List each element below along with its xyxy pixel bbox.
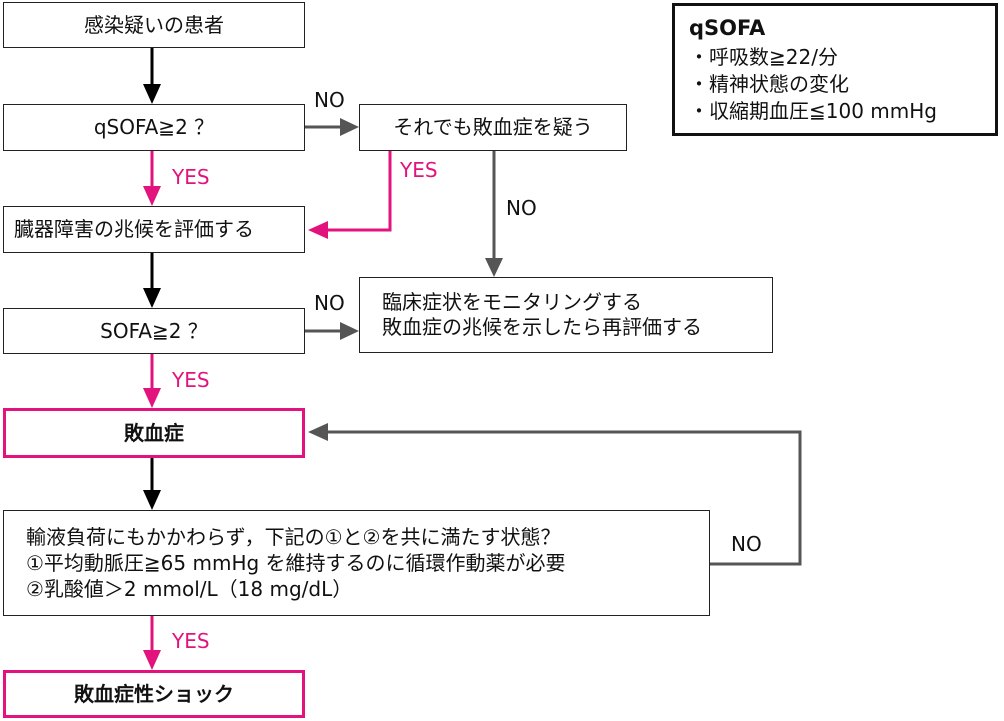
qsofa-legend-item: ・収縮期血圧≦100 mmHg <box>689 99 937 123</box>
arrow-qsofa-yes <box>143 151 161 206</box>
label-qsofa-no: NO <box>314 88 345 112</box>
box-qsofa-question-text: qSOFA≧2 ？ <box>93 115 215 139</box>
box-qsofa-question: qSOFA≧2 ？ <box>3 104 305 151</box>
label-qsofa-yes: YES <box>172 165 210 189</box>
qsofa-legend-title: qSOFA <box>689 16 766 40</box>
box-still-suspect-sepsis-text: それでも敗血症を疑う <box>393 115 593 139</box>
box-evaluate-organ-dysfunction: 臓器障害の兆候を評価する <box>3 206 305 253</box>
criteria-line-1: 輸液負荷にもかかわらず，下記の①と②を共に満たす状態？ <box>26 525 561 549</box>
box-sepsis: 敗血症 <box>3 408 305 458</box>
label-criteria-no: NO <box>731 532 762 556</box>
criteria-line-3: ②乳酸値＞2 mmol/L（18 mg/dL） <box>26 577 353 601</box>
arrow-sofa-no <box>304 322 359 340</box>
qsofa-legend-item: ・呼吸数≧22/分 <box>689 45 838 69</box>
qsofa-legend-item: ・精神状態の変化 <box>689 72 849 96</box>
label-criteria-yes: YES <box>172 629 210 653</box>
criteria-line-2: ①平均動脈圧≧65 mmHg を維持するのに循環作動薬が必要 <box>26 551 566 575</box>
arrow-qsofa-no <box>304 118 359 136</box>
box-monitor: 臨床症状をモニタリングする 敗血症の兆候を示したら再評価する <box>359 277 773 353</box>
arrow-sepsis-to-criteria <box>143 458 161 510</box>
label-still-suspect-yes: YES <box>400 158 438 182</box>
box-monitor-line2: 敗血症の兆候を示したら再評価する <box>382 315 702 339</box>
arrow-criteria-no <box>308 423 802 566</box>
qsofa-legend: qSOFA ・呼吸数≧22/分 ・精神状態の変化 ・収縮期血圧≦100 mmHg <box>672 3 998 136</box>
label-sofa-no: NO <box>314 291 345 315</box>
box-sofa-question-text: SOFA≧2 ？ <box>100 318 208 343</box>
box-sofa-question: SOFA≧2 ？ <box>3 308 305 354</box>
box-septic-shock-text: 敗血症性ショック <box>74 681 234 706</box>
box-suspected-infection: 感染疑いの患者 <box>3 2 305 48</box>
box-evaluate-organ-dysfunction-text: 臓器障害の兆候を評価する <box>14 217 254 241</box>
arrow-suspect-to-qsofa <box>143 48 161 104</box>
box-still-suspect-sepsis: それでも敗血症を疑う <box>359 104 627 151</box>
arrow-still-suspect-no <box>485 151 503 277</box>
box-monitor-line1: 臨床症状をモニタリングする <box>382 290 642 314</box>
box-suspected-infection-text: 感染疑いの患者 <box>84 12 224 37</box>
arrow-sofa-yes <box>143 354 161 408</box>
arrow-still-suspect-yes <box>308 151 392 239</box>
arrow-organ-to-sofa <box>143 253 161 308</box>
box-septic-shock: 敗血症性ショック <box>3 670 305 718</box>
arrow-criteria-yes <box>143 616 161 670</box>
label-sofa-yes: YES <box>172 368 210 392</box>
box-sepsis-text: 敗血症 <box>124 420 184 445</box>
label-still-suspect-no: NO <box>506 196 537 220</box>
box-septic-shock-criteria: 輸液負荷にもかかわらず，下記の①と②を共に満たす状態？ ①平均動脈圧≧65 mm… <box>3 510 710 616</box>
